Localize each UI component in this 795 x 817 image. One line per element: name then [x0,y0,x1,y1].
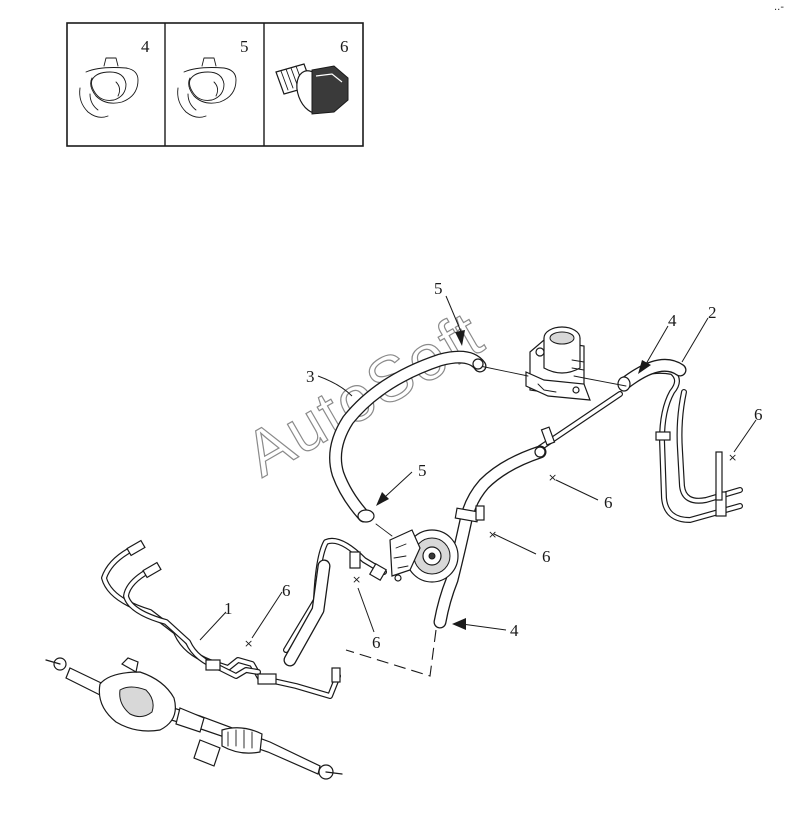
callout-6-mid-lower: 6 [542,547,551,566]
legend-cell-4: 4 [79,37,150,118]
legend-cell-6: 6 [275,37,349,115]
bolt-mark: × [548,471,557,484]
legend-number-4: 4 [141,37,150,56]
callout-3: 3 [306,367,315,386]
legend-number-5: 5 [240,37,249,56]
pressure-pipe [537,377,627,451]
corner-mark: ..- [774,2,784,13]
hose-clamp-icon [177,57,237,118]
bolt-marks: × × × × × [244,451,737,650]
callouts: 5 4 2 3 5 6 6 6 6 6 1 4 [224,279,763,652]
pressure-hose [283,537,388,667]
steering-gear [45,657,343,780]
legend-number-6: 6 [340,37,349,56]
legend-cell-5: 5 [177,37,249,118]
callout-6-left: 6 [282,581,291,600]
callout-5-top: 5 [434,279,443,298]
callout-6-right: 6 [754,405,763,424]
rack-pipes-1 [101,539,341,699]
bolt-mark: × [352,573,361,586]
cooler-pipe-2 [617,358,743,523]
flange-bolt-icon [275,63,349,115]
return-hose-3 [329,350,529,523]
leader-lines [199,295,757,641]
callout-2: 2 [708,303,717,322]
callout-5-mid: 5 [418,461,427,480]
reservoir [525,326,591,401]
bolt-mark: × [728,451,737,464]
hose-clamp-icon [79,57,139,118]
bolt-mark: × [244,637,253,650]
return-hose-4 [433,445,547,629]
parts-legend: 4 5 6 [66,22,364,147]
callout-4-top: 4 [668,311,677,330]
callout-6-mid-upper: 6 [604,493,613,512]
callout-6-pump: 6 [372,633,381,652]
dashed-connection [345,629,437,677]
autosoft-watermark: AutoSoft [233,297,495,490]
callout-4-bottom: 4 [510,621,519,640]
power-steering-pump [375,523,459,583]
callout-1: 1 [224,599,233,618]
bolt-mark: × [488,528,497,541]
